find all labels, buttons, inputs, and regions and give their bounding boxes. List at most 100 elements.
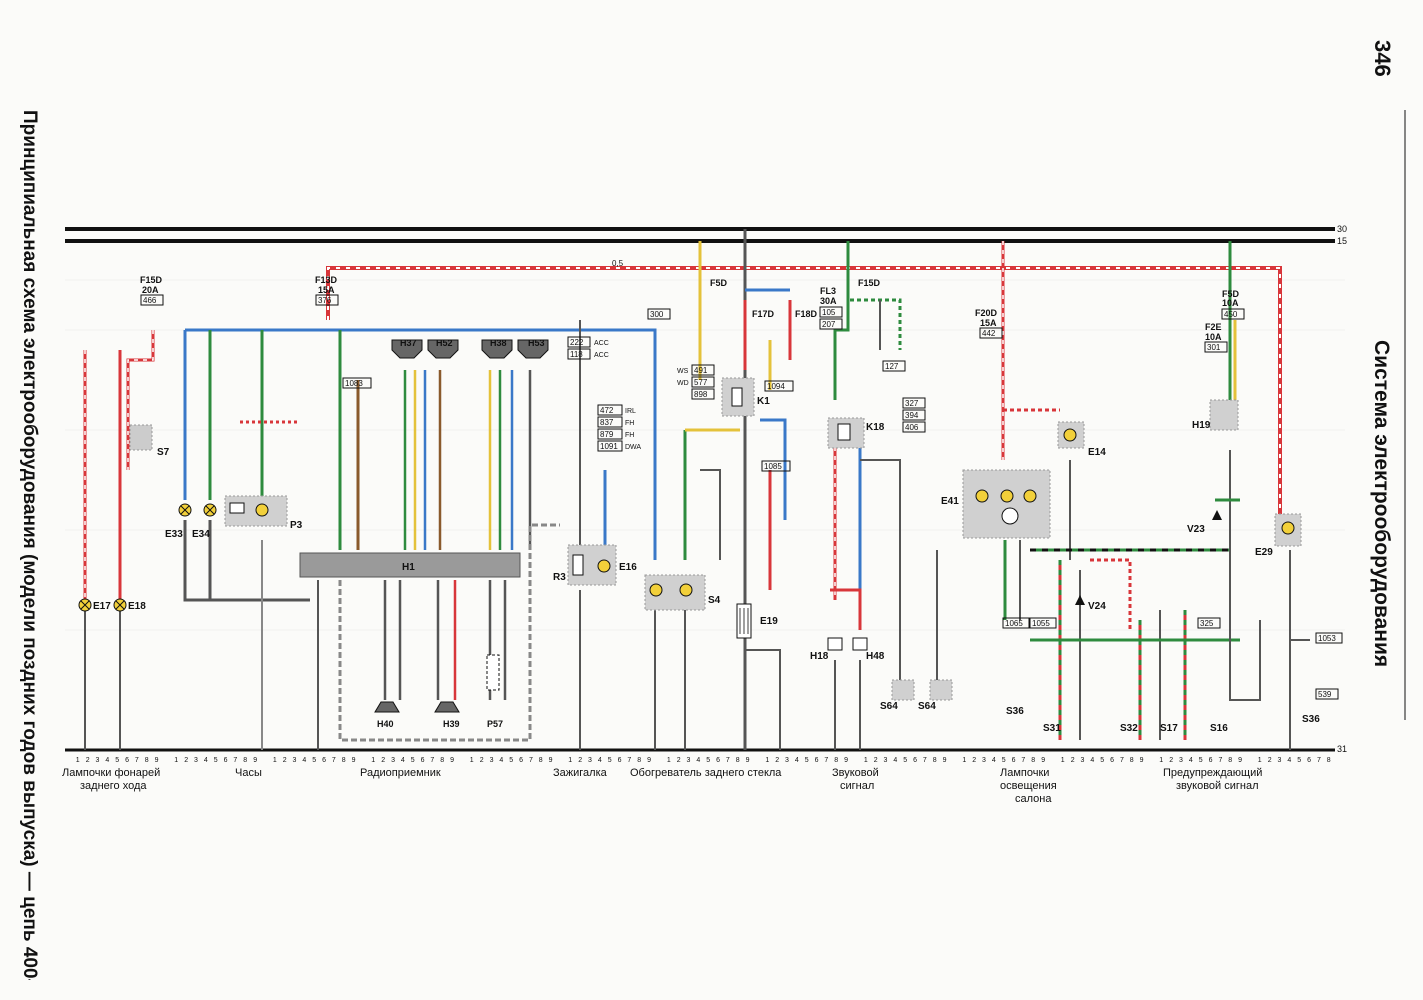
grid-number: 5 — [1199, 757, 1203, 764]
grid-number: 1 — [273, 757, 277, 764]
wires-right — [1215, 241, 1310, 750]
grid-number: 4 — [1189, 757, 1193, 764]
grid-number: 2 — [1268, 757, 1272, 764]
svg-text:S32: S32 — [1120, 723, 1138, 734]
section-title: Система электрооборудования — [1370, 340, 1393, 667]
svg-text:394: 394 — [905, 411, 919, 420]
grid-number: 4 — [105, 757, 109, 764]
fuse-F5D-right: F5D 10A 450 — [1221, 289, 1245, 320]
svg-text:E17: E17 — [93, 601, 111, 612]
lamp-E18-icon: E18 — [113, 598, 146, 612]
grid-number: 9 — [844, 757, 848, 764]
svg-text:H1: H1 — [402, 562, 415, 573]
grid-number: 4 — [1090, 757, 1094, 764]
svg-text:H48: H48 — [866, 651, 885, 662]
svg-text:FL3: FL3 — [820, 286, 836, 296]
grid-number: 4 — [893, 757, 897, 764]
svg-text:F13D: F13D — [315, 275, 338, 285]
grid-number: 3 — [588, 757, 592, 764]
lamp-E14-icon: E14 — [1057, 421, 1106, 458]
svg-text:207: 207 — [822, 320, 836, 329]
grid-number: 7 — [430, 757, 434, 764]
grid-number: 6 — [716, 757, 720, 764]
grid-number: 4 — [696, 757, 700, 764]
grid-number: 1 — [1258, 757, 1262, 764]
label-interior-3: салона — [1015, 793, 1052, 805]
svg-text:F15D: F15D — [858, 278, 881, 288]
svg-text:10A: 10A — [1222, 298, 1239, 308]
antenna-P57-icon: P57 — [486, 654, 503, 729]
grid-number: 9 — [450, 757, 454, 764]
svg-text:S64: S64 — [880, 701, 898, 712]
grid-number: 1 — [470, 757, 474, 764]
grid-number: 3 — [490, 757, 494, 764]
svg-text:E19: E19 — [760, 616, 778, 627]
label-lighter: Зажигалка — [553, 767, 608, 779]
page-number: 346 — [1370, 40, 1395, 77]
svg-text:V23: V23 — [1187, 524, 1205, 535]
lighter-R3-icon: R3 E16 — [553, 544, 637, 586]
svg-text:837: 837 — [600, 418, 614, 427]
switch-S17-icon: S17 — [1160, 723, 1178, 734]
grid-number: 3 — [687, 757, 691, 764]
grid-number: 1 — [765, 757, 769, 764]
svg-text:S36: S36 — [1006, 706, 1024, 717]
grid-number: 6 — [1110, 757, 1114, 764]
grid-number: 8 — [243, 757, 247, 764]
grid-number: 8 — [933, 757, 937, 764]
grid-number: 8 — [1031, 757, 1035, 764]
svg-text:20A: 20A — [142, 285, 159, 295]
grid-number: 9 — [549, 757, 553, 764]
svg-text:F5D: F5D — [1222, 289, 1240, 299]
svg-text:442: 442 — [982, 329, 996, 338]
bottom-group-labels: Лампочки фонарей заднего хода Часы Радио… — [62, 767, 1262, 805]
label-rear-heater: Обогреватель заднего стекла — [630, 767, 782, 779]
svg-text:1053: 1053 — [1318, 634, 1336, 643]
acc-refs: 222 ACC 118 ACC — [567, 336, 609, 360]
grid-number: 5 — [509, 757, 513, 764]
grid-number: 9 — [1041, 757, 1045, 764]
grid-number: 7 — [1021, 757, 1025, 764]
grid-number: 7 — [233, 757, 237, 764]
speaker-H52-icon: H52 — [427, 338, 459, 359]
svg-text:15A: 15A — [318, 285, 335, 295]
svg-text:H38: H38 — [490, 338, 507, 348]
speaker-H37-icon: H37 — [391, 338, 423, 359]
svg-text:898: 898 — [694, 390, 708, 399]
grid-number: 1 — [568, 757, 572, 764]
switch-S64a-icon: S64 — [880, 679, 915, 712]
misc-refs: 1083 1094 1085 1065 1055 1053 539 325 12… — [342, 308, 1343, 700]
svg-text:S16: S16 — [1210, 723, 1228, 734]
svg-text:ACC: ACC — [594, 340, 609, 347]
svg-text:F5D: F5D — [710, 278, 728, 288]
speaker-H40-icon: H40 — [374, 701, 400, 729]
grid-number: 9 — [1140, 757, 1144, 764]
label-interior-1: Лампочки — [1000, 767, 1049, 779]
svg-text:ACC: ACC — [594, 352, 609, 359]
horn-H18-icon: H18 — [810, 637, 843, 662]
radio-H1-icon: H1 — [299, 552, 521, 578]
speaker-H53-icon: H53 — [517, 338, 549, 359]
switch-S31-icon: S31 — [1043, 723, 1061, 734]
svg-text:F15D: F15D — [140, 275, 163, 285]
wires-middle — [579, 229, 792, 750]
grid-number: 5 — [115, 757, 119, 764]
grid-number: 3 — [785, 757, 789, 764]
svg-text:S4: S4 — [708, 595, 721, 606]
fuse-F15D-left: F15D 20A 466 — [140, 275, 164, 306]
svg-text:H37: H37 — [400, 338, 417, 348]
svg-text:F2E: F2E — [1205, 322, 1222, 332]
svg-text:127: 127 — [885, 362, 899, 371]
svg-text:1083: 1083 — [345, 379, 363, 388]
lamp-E33-icon: E33 — [165, 503, 192, 540]
grid-number: 8 — [539, 757, 543, 764]
svg-text:R3: R3 — [553, 572, 566, 583]
svg-text:H18: H18 — [810, 651, 829, 662]
grid-number: 2 — [86, 757, 90, 764]
grid-number: 3 — [1179, 757, 1183, 764]
grid-number: 9 — [253, 757, 257, 764]
grid-number: 6 — [125, 757, 129, 764]
grid-number: 5 — [1297, 757, 1301, 764]
section-title-vertical: 346 Система электрооборудования — [1370, 40, 1406, 720]
fuse-F2E: F2E 10A 301 — [1204, 322, 1228, 353]
